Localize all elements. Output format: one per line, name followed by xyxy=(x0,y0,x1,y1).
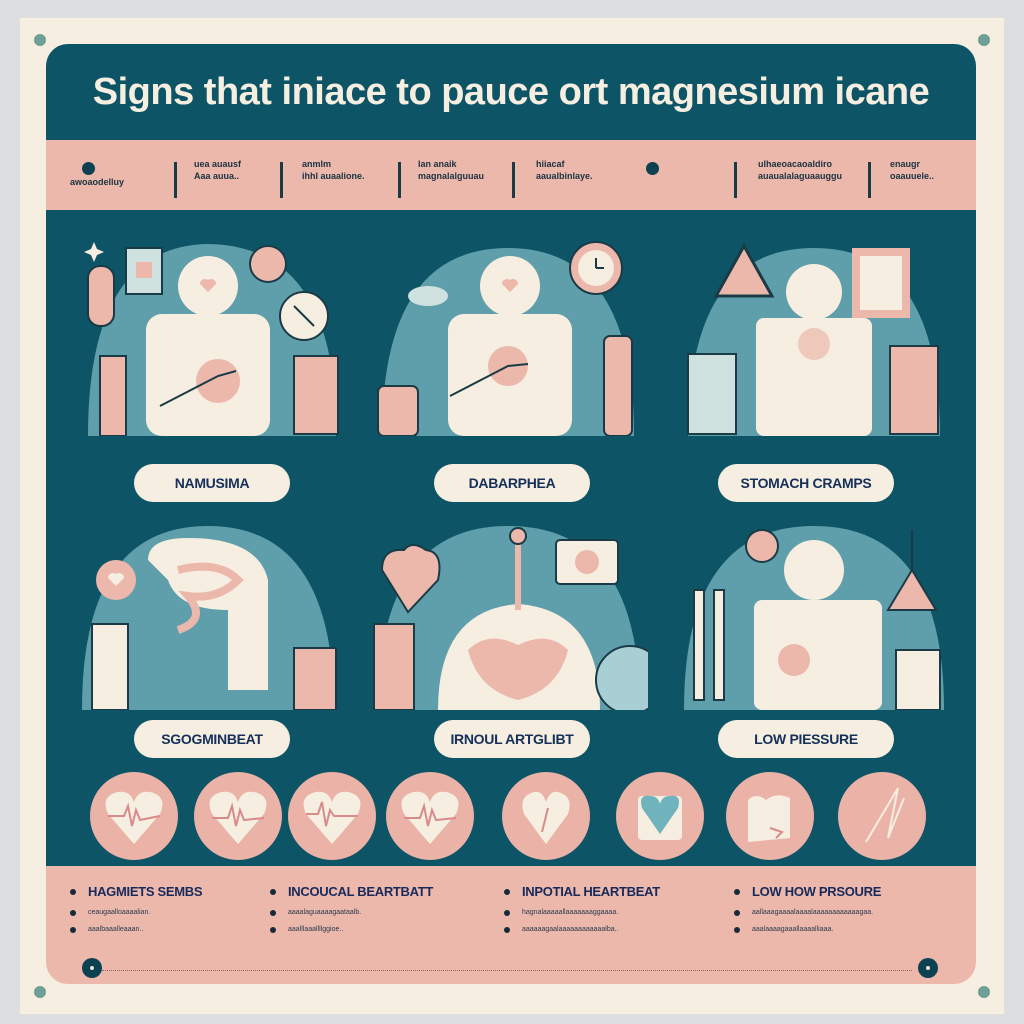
lightning-line-icon xyxy=(838,772,926,860)
icon-row xyxy=(90,772,940,860)
pin-bottom-right xyxy=(978,986,990,998)
bullet-icon xyxy=(270,888,276,895)
footer-line: aaaalaguaaaagaataalb. xyxy=(288,909,362,916)
pin-bottom-left xyxy=(34,986,46,998)
footer-heading: INPOTIAL HEARTBEAT xyxy=(522,884,660,899)
symptom-label-6: LOW PIESSURE xyxy=(718,720,894,758)
dotted-divider xyxy=(102,970,912,971)
divider xyxy=(398,162,401,198)
symptom-label-4: SGOGMINBEAT xyxy=(134,720,290,758)
symptom-illustration-3 xyxy=(674,226,954,436)
symptoms-grid: NAMUSIMA DABARPHEA STOMACH CRAMPS xyxy=(46,216,976,866)
info-dot-icon xyxy=(646,162,659,175)
divider xyxy=(512,162,515,198)
footer-line: aaalbaaalleaaan.. xyxy=(88,926,144,933)
bullet-icon xyxy=(270,909,276,916)
footer-dot-icon xyxy=(918,958,938,978)
footer-heading: INCOUCAL BEARTBATT xyxy=(288,884,434,899)
symptom-illustration-2 xyxy=(368,226,648,436)
heart-ecg-icon xyxy=(386,772,474,860)
heart-ecg-icon xyxy=(288,772,376,860)
footer-line: aallaaagaaaalaaaalaaaaaaaaaaaagaa. xyxy=(752,909,874,916)
symptom-label-2: DABARPHEA xyxy=(434,464,590,502)
bullet-icon xyxy=(504,909,510,916)
info-dot-icon xyxy=(82,162,95,175)
bullet-icon xyxy=(70,909,76,916)
bullet-icon xyxy=(734,926,740,933)
bullet-icon xyxy=(70,926,76,933)
pin-top-right xyxy=(978,34,990,46)
footer-heading: LOW HOW PRSOURE xyxy=(752,884,882,899)
footer-line: ceaugaalloaaaalian. xyxy=(88,909,151,916)
symptom-illustration-4 xyxy=(68,500,348,710)
symptom-illustration-1 xyxy=(68,226,348,436)
infographic: Signs that iniace to pauce ort magnesium… xyxy=(46,44,976,994)
folded-paper-icon xyxy=(726,772,814,860)
footer-summary: HAGMIETS SEMBS ceaugaalloaaaalian. aaalb… xyxy=(46,866,976,984)
divider xyxy=(734,162,737,198)
divider xyxy=(868,162,871,198)
bullet-icon xyxy=(70,888,76,895)
info-cell: awoaodelluy xyxy=(70,177,125,187)
symptom-label-5: IRNOUL ARTGLIBT xyxy=(434,720,590,758)
blue-heart-icon xyxy=(616,772,704,860)
bullet-icon xyxy=(734,909,740,916)
footer-line: aaalaaaagaaallaaaalliaaa. xyxy=(752,926,834,933)
heart-ecg-icon xyxy=(90,772,178,860)
pin-top-left xyxy=(34,34,46,46)
footer-line: aaalllaaallllggioe.. xyxy=(288,926,344,933)
bullet-icon xyxy=(270,926,276,933)
symptom-label-3: STOMACH CRAMPS xyxy=(718,464,894,502)
footer-column-4: LOW HOW PRSOURE aallaaagaaaalaaaalaaaaaa… xyxy=(734,884,964,933)
footer-column-1: HAGMIETS SEMBS ceaugaalloaaaalian. aaalb… xyxy=(70,884,290,933)
symptom-illustration-5 xyxy=(368,500,648,710)
footer-column-2: INCOUCAL BEARTBATT aaaalaguaaaagaataalb.… xyxy=(270,884,490,933)
page-title: Signs that iniace to pauce ort magnesium… xyxy=(92,70,930,113)
divider xyxy=(174,162,177,198)
bullet-icon xyxy=(504,926,510,933)
footer-column-3: INPOTIAL HEARTBEAT hagnalaaaaallaaaaaaag… xyxy=(504,884,734,933)
heart-line-icon xyxy=(502,772,590,860)
title-bar: Signs that iniace to pauce ort magnesium… xyxy=(46,44,976,140)
symptom-label-1: NAMUSIMA xyxy=(134,464,290,502)
footer-heading: HAGMIETS SEMBS xyxy=(88,884,203,899)
footer-line: aaaaaagaalaaaaaaaaaaaalba.. xyxy=(522,926,619,933)
footer-dot-icon xyxy=(82,958,102,978)
footer-line: hagnalaaaaallaaaaaaaggaaaa. xyxy=(522,909,619,916)
symptom-illustration-6 xyxy=(674,500,954,710)
heart-ecg-icon xyxy=(194,772,282,860)
bullet-icon xyxy=(504,888,510,895)
bullet-icon xyxy=(734,888,740,895)
divider xyxy=(280,162,283,198)
